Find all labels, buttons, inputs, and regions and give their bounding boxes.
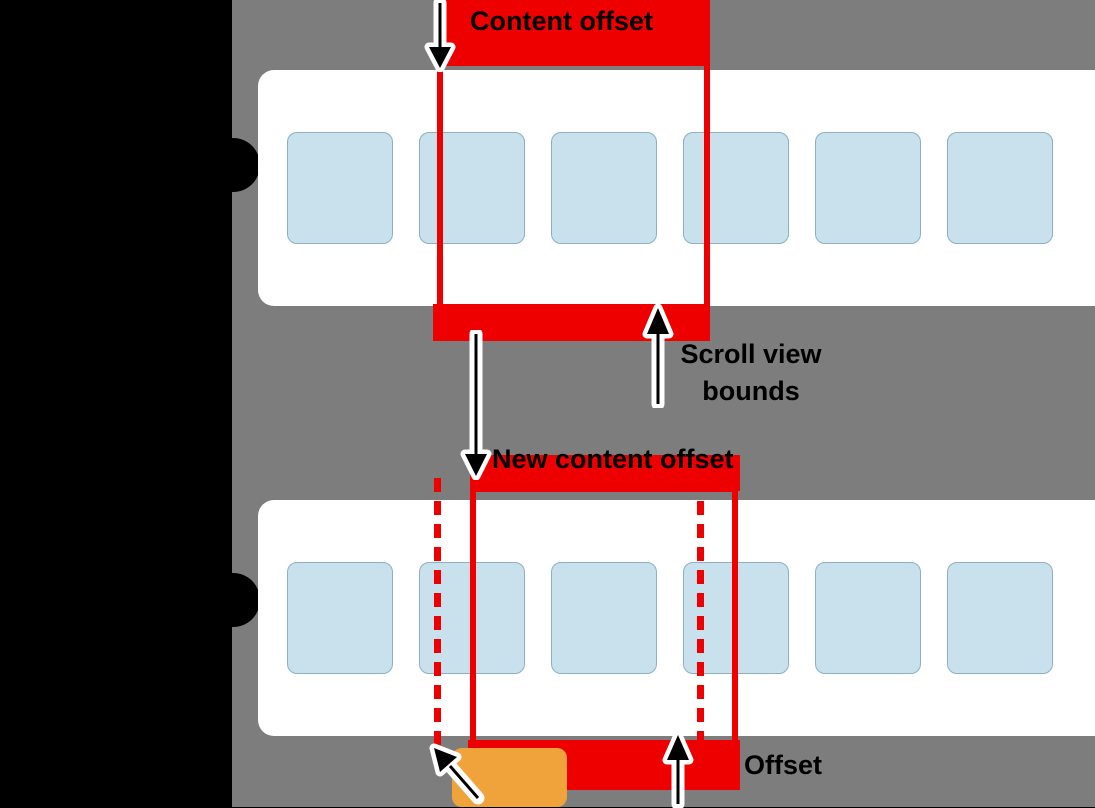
up-arrow-icon bbox=[662, 730, 694, 808]
step-marker-2 bbox=[206, 573, 260, 627]
viewport-top-bar-after bbox=[470, 455, 740, 491]
viewport-outline-after bbox=[470, 486, 738, 748]
content-item bbox=[551, 562, 657, 674]
content-item bbox=[683, 132, 789, 244]
content-item bbox=[947, 562, 1053, 674]
viewport-top-bar-before bbox=[437, 0, 710, 66]
previous-offset-dashed-line-left bbox=[434, 478, 441, 758]
previous-offset-dashed-line-right bbox=[697, 478, 704, 758]
down-arrow-icon bbox=[424, 0, 456, 72]
offset-label: Offset bbox=[744, 750, 823, 780]
content-item bbox=[815, 562, 921, 674]
scroll-view-bounds-label-line1: Scroll view bbox=[680, 339, 822, 369]
step-marker-1 bbox=[206, 138, 260, 192]
content-item bbox=[287, 132, 393, 244]
scroll-content-strip-after bbox=[258, 500, 1095, 736]
content-item bbox=[419, 132, 525, 244]
scroll-view-bounds-label-line2: bounds bbox=[702, 376, 800, 406]
content-item bbox=[947, 132, 1053, 244]
content-offset-label: Content offset bbox=[470, 6, 653, 36]
content-item bbox=[287, 562, 393, 674]
new-content-offset-label: New content offset bbox=[492, 444, 734, 474]
up-arrow-icon bbox=[642, 303, 674, 408]
down-arrow-icon bbox=[460, 330, 492, 480]
content-item bbox=[551, 132, 657, 244]
scroll-content-strip-before bbox=[258, 70, 1095, 306]
diagonal-arrow-icon bbox=[429, 743, 485, 805]
content-item bbox=[815, 132, 921, 244]
scroll-view-bounds-label: Scroll view bounds bbox=[676, 336, 826, 410]
viewport-outline-before bbox=[437, 58, 710, 310]
